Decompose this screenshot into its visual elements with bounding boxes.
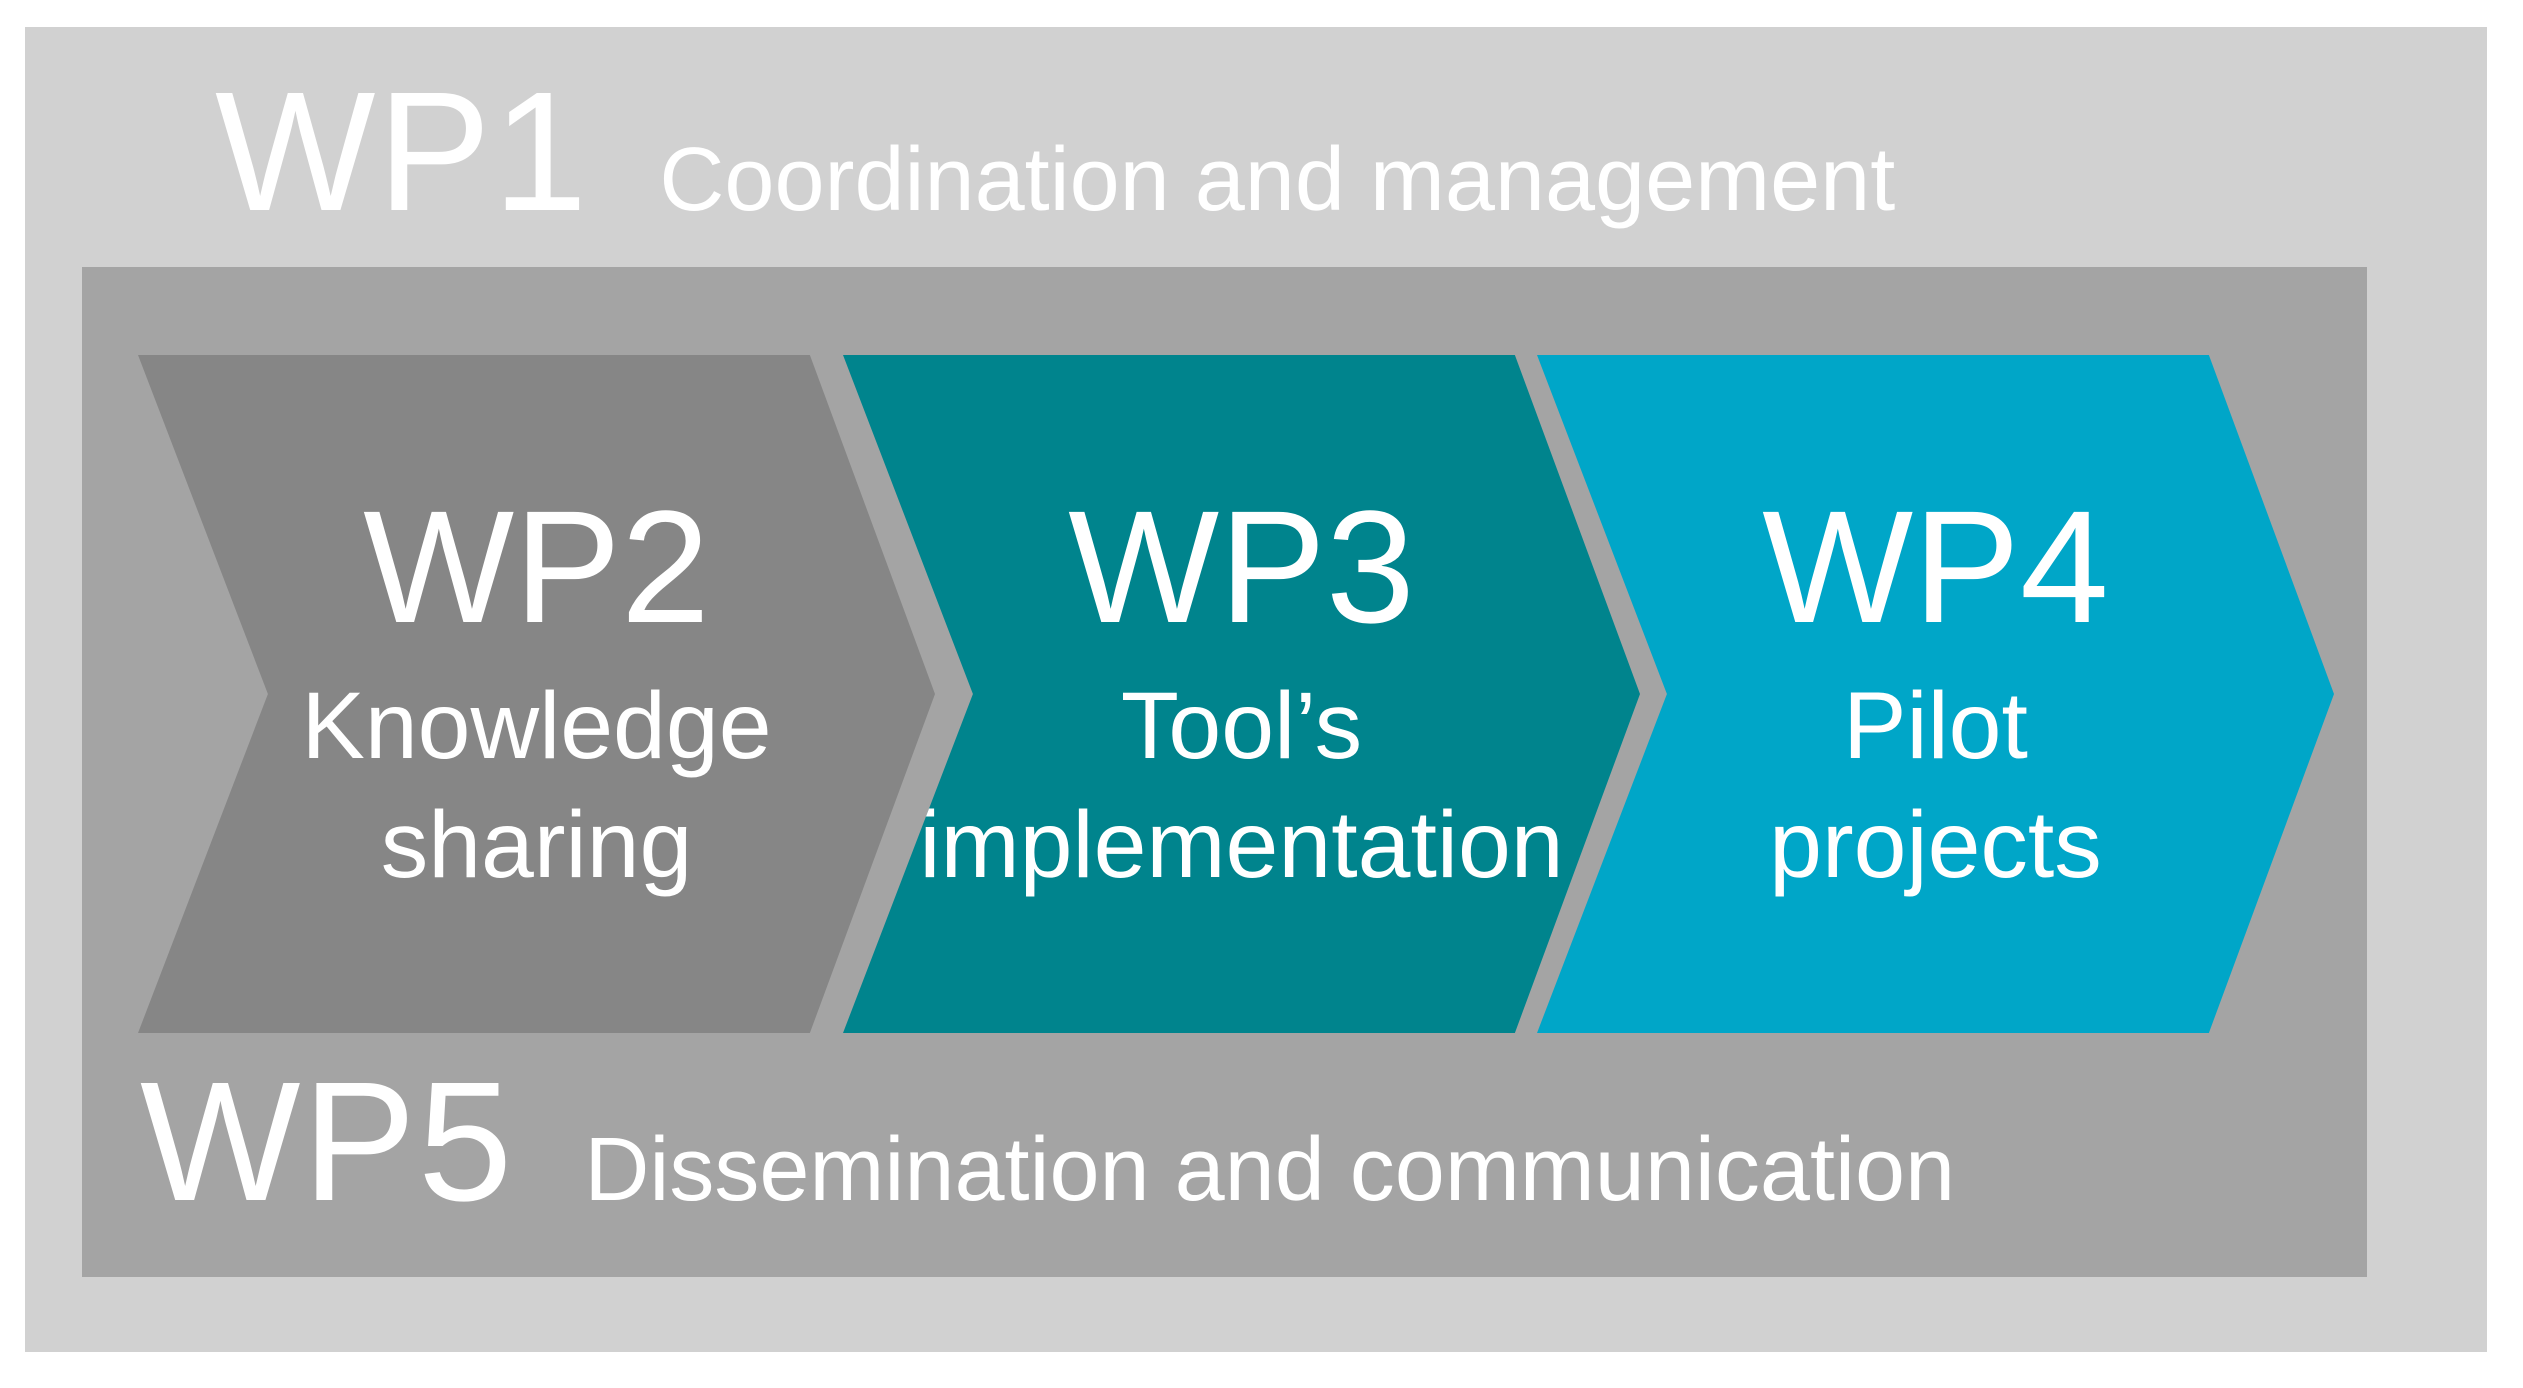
wp2-caption-line-1: Knowledge	[301, 673, 772, 780]
wp1-title: WP1	[215, 57, 590, 247]
wp4-caption-line-2: projects	[1769, 792, 2102, 898]
wp1-coordination-band: WP1 Coordination and management WP2 Know…	[25, 27, 2487, 1352]
wp3-title: WP3	[1068, 477, 1415, 657]
wp2-title: WP2	[363, 477, 710, 657]
wp4-title: WP4	[1762, 477, 2109, 657]
wp3-caption-line-2: implementation	[919, 792, 1564, 898]
wp3-caption-line-1: Tool’s	[1120, 673, 1363, 780]
wp1-header: WP1 Coordination and management	[215, 67, 1895, 237]
wp2-caption-line-2: sharing	[380, 792, 693, 898]
wp5-header: WP5 Dissemination and communication	[140, 1057, 1955, 1227]
wp5-subtitle: Dissemination and communication	[584, 1120, 1956, 1220]
wp5-dissemination-band: WP2 Knowledge sharing WP3 Tool’s impleme…	[82, 267, 2367, 1277]
wp4-caption-line-1: Pilot	[1843, 673, 2028, 780]
chevron-wp3-tools-implementation: WP3 Tool’s implementation	[843, 355, 1640, 1033]
chevron-wp2-knowledge-sharing: WP2 Knowledge sharing	[138, 355, 935, 1033]
wp1-subtitle: Coordination and management	[659, 130, 1896, 230]
chevron-wp4-pilot-projects: WP4 Pilot projects	[1537, 355, 2334, 1033]
wp5-title: WP5	[140, 1047, 515, 1237]
